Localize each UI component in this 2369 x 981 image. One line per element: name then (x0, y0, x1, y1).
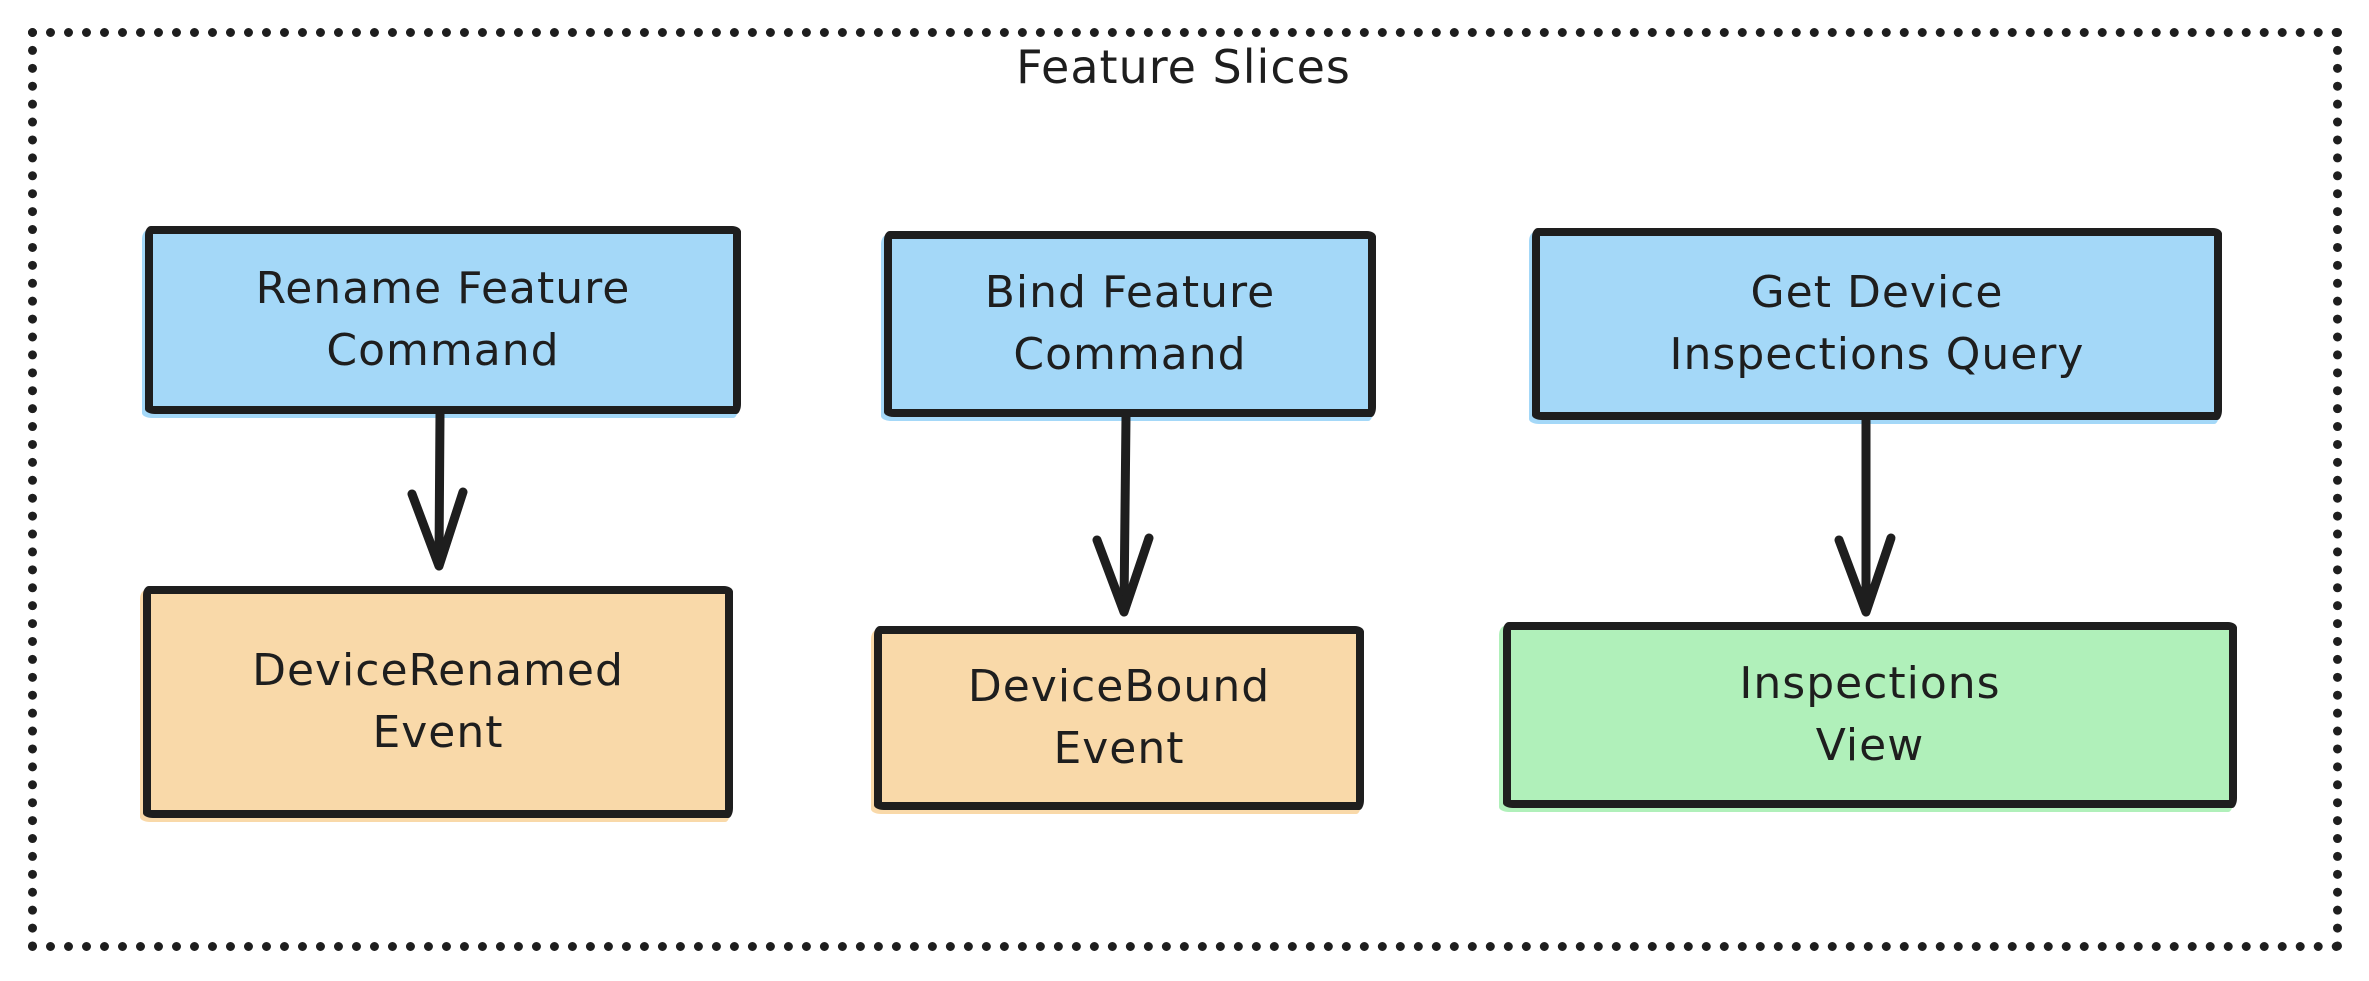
node-device-renamed-event: DeviceRenamed Event (143, 586, 733, 818)
frame-title: Feature Slices (1016, 40, 1351, 94)
node-bind-feature-command: Bind Feature Command (884, 231, 1376, 417)
node-inspections-view: Inspections View (1503, 622, 2237, 808)
feature-slices-frame (28, 28, 2342, 951)
node-rename-feature-command: Rename Feature Command (145, 226, 741, 414)
node-device-bound-event: DeviceBound Event (874, 626, 1364, 810)
node-get-device-inspections-query: Get Device Inspections Query (1532, 228, 2222, 420)
